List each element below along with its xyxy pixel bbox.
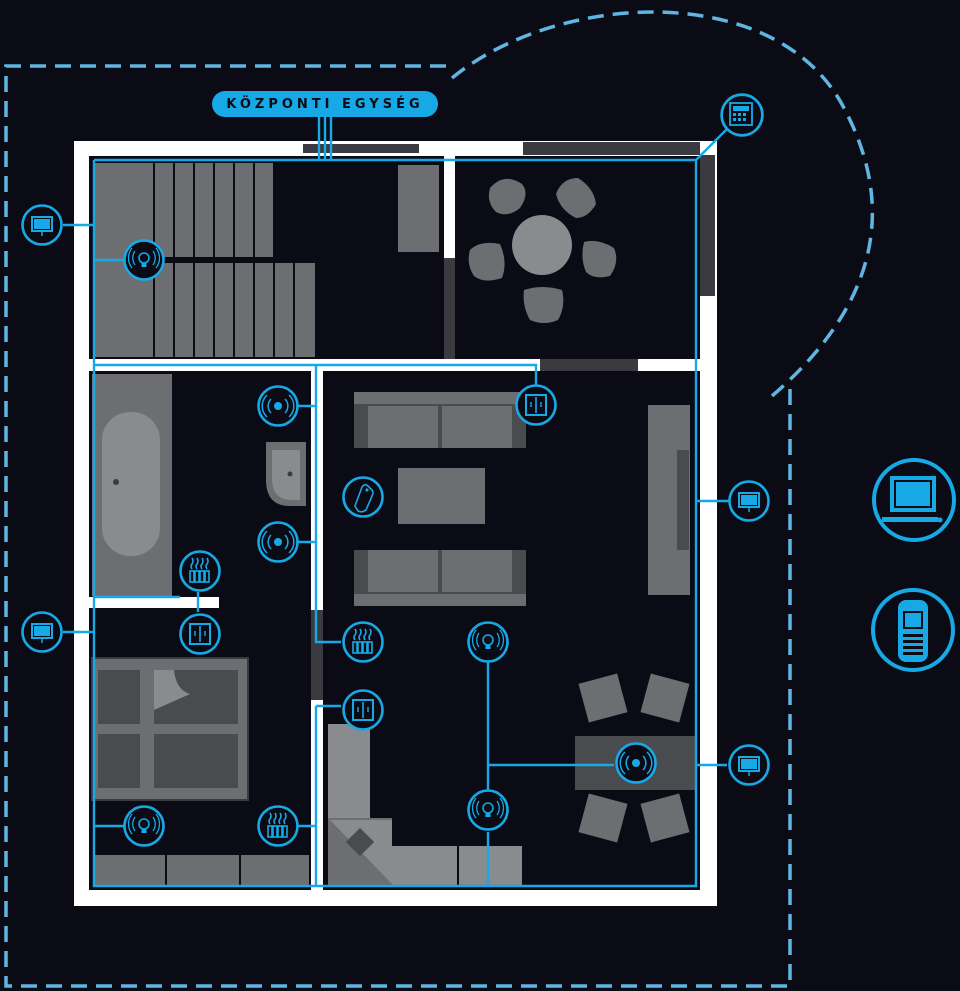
light-bulb-icon xyxy=(467,789,509,831)
sink xyxy=(266,442,306,506)
wall-switch-icon xyxy=(179,613,221,655)
light-bulb-icon xyxy=(123,805,165,847)
central-unit-label: KÖZPONTI EGYSÉG xyxy=(212,91,438,117)
display-panel-icon xyxy=(728,480,770,522)
radiator-icon xyxy=(179,550,221,592)
desktop-computer-icon xyxy=(872,458,956,542)
kitchen-counter xyxy=(328,724,522,886)
coffee-table xyxy=(398,468,485,524)
staircase xyxy=(93,161,317,359)
light-bulb-icon xyxy=(123,239,165,281)
display-panel-icon xyxy=(728,744,770,786)
device-icons xyxy=(21,93,770,847)
radiator-icon xyxy=(257,805,299,847)
wall-switch-icon xyxy=(515,384,557,426)
radiator-icon xyxy=(342,621,384,663)
wardrobe xyxy=(91,853,311,889)
tv-stand xyxy=(648,405,690,595)
property-boundary xyxy=(4,10,875,988)
light-bulb-icon xyxy=(467,621,509,663)
wall-switch-icon xyxy=(342,689,384,731)
bathtub xyxy=(92,374,172,596)
mobile-phone-icon xyxy=(871,588,955,672)
alarm-keypad-icon xyxy=(720,93,764,137)
display-panel-icon xyxy=(21,611,63,653)
sofa-top xyxy=(354,392,526,448)
wiring xyxy=(63,112,744,888)
display-panel-icon xyxy=(21,204,63,246)
speaker-icon xyxy=(257,521,299,563)
sofa-bottom xyxy=(354,550,526,606)
double-bed xyxy=(91,657,249,801)
round-dining-table xyxy=(468,178,617,323)
speaker-icon xyxy=(615,742,657,784)
cabinet xyxy=(398,165,439,252)
remote-control-hand-icon xyxy=(342,476,384,518)
speaker-icon xyxy=(257,385,299,427)
